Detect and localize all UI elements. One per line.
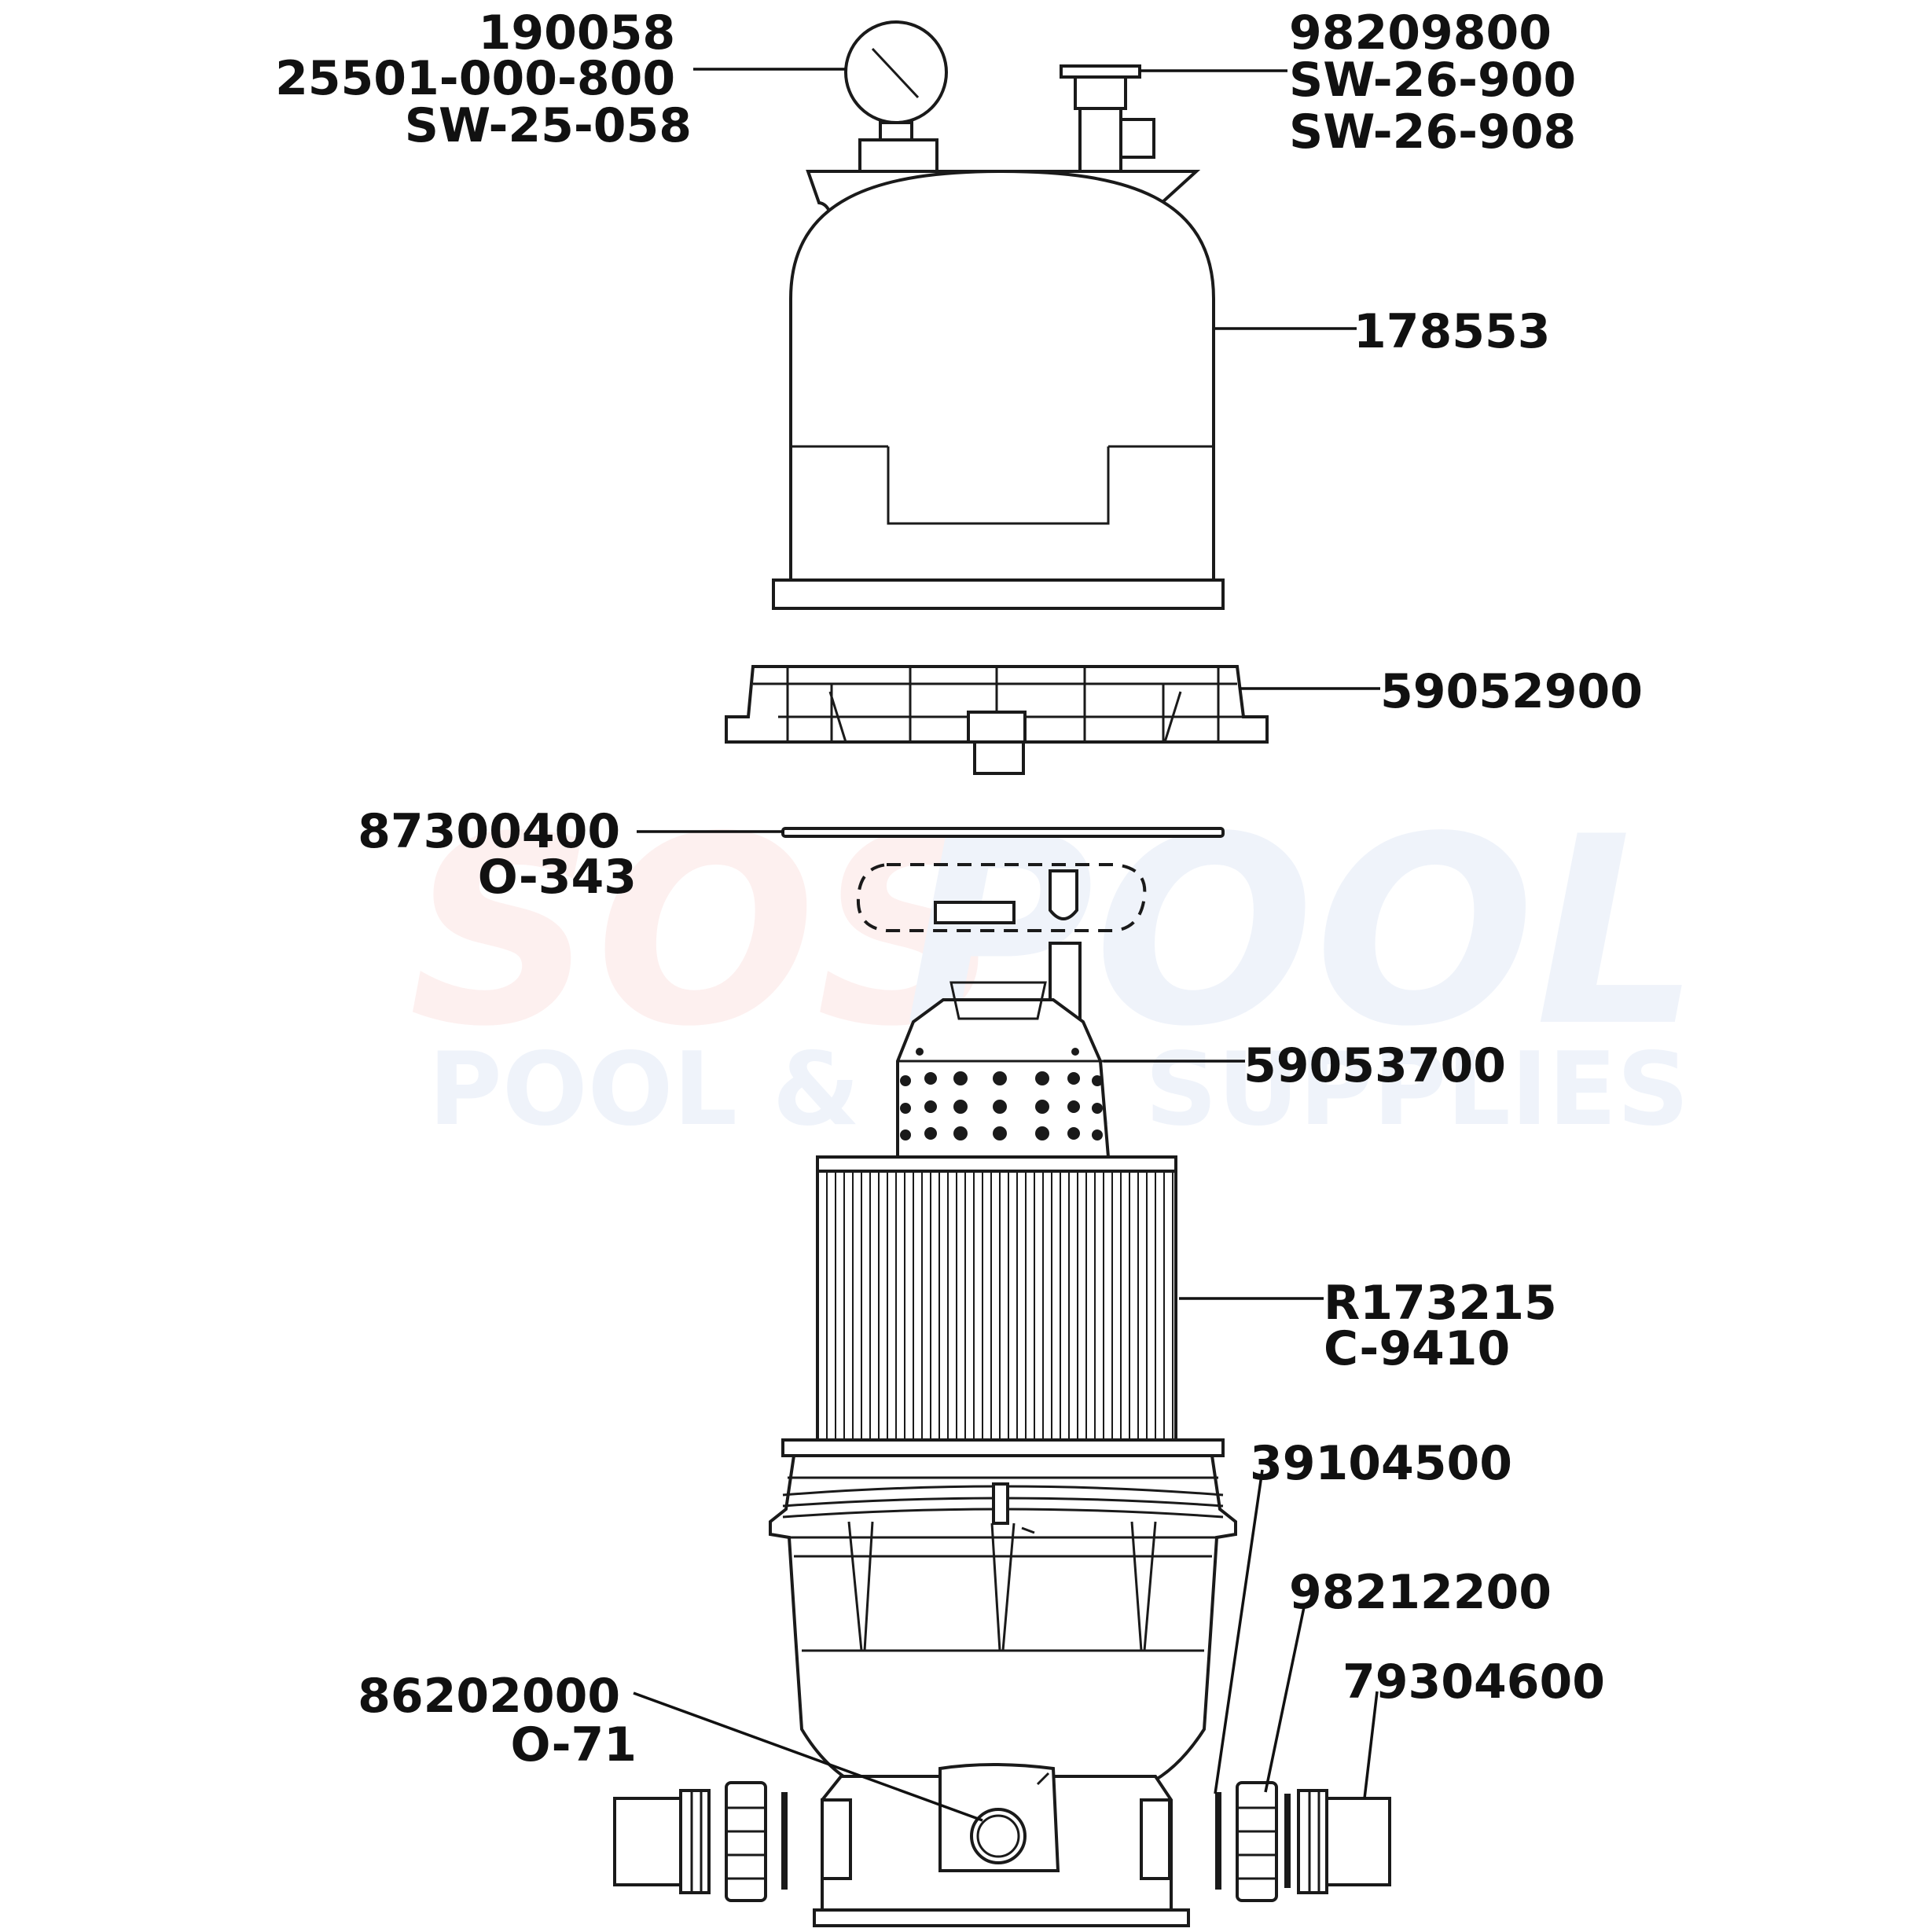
leader-union-nut — [1264, 1603, 1306, 1793]
leader-union-tail — [1363, 1691, 1379, 1799]
right-port-stub — [1140, 1798, 1171, 1880]
gauge-needle — [871, 47, 920, 99]
label-air-relief-valve: 98209800 SW-26-900 SW-26-908 — [1289, 6, 1592, 160]
valve-cap — [1060, 64, 1141, 79]
base-foot — [813, 1908, 1190, 1927]
left-union-nut — [725, 1781, 767, 1902]
drain-port-icon — [970, 1808, 1027, 1864]
tank-body — [769, 1454, 1237, 1786]
left-union-tail — [613, 1797, 682, 1886]
manifold-hub — [967, 711, 1027, 744]
left-union-collar — [679, 1789, 711, 1894]
right-union-collar — [1297, 1789, 1328, 1894]
callout-labels: 190058 25501-000-800 SW-25-058 98209800 … — [275, 6, 1643, 1772]
air-relief-valve — [1060, 64, 1155, 173]
left-port-stub — [821, 1798, 852, 1880]
label-air-diffuser: 59053700 — [1243, 1038, 1506, 1093]
valve-neck — [1074, 75, 1127, 110]
label-pressure-gauge: 190058 25501-000-800 SW-25-058 — [275, 6, 692, 153]
right-union-nut — [1236, 1781, 1278, 1902]
leader-drain-o-ring — [633, 1691, 983, 1822]
valve-body — [1078, 107, 1122, 173]
cartridge-bottom-cap — [781, 1438, 1225, 1457]
left-union — [613, 1781, 788, 1902]
right-union-o-ring — [1215, 1792, 1221, 1890]
tank-lid — [772, 169, 1225, 610]
standpipe-holes — [900, 1048, 1103, 1140]
standpipe — [896, 942, 1111, 1159]
gauge-base — [858, 138, 938, 173]
air-diffuser-outline — [856, 863, 1147, 932]
lid-o-ring — [781, 827, 1225, 838]
diffuser-tube-tip — [1049, 869, 1078, 920]
label-tank-lid: 178553 — [1354, 304, 1551, 359]
right-union-tail — [1325, 1797, 1391, 1886]
lid-notch — [887, 446, 1110, 525]
label-filter-cartridge: R173215 C-9410 — [1324, 1276, 1574, 1376]
right-union-gasket — [1284, 1794, 1291, 1888]
pressure-gauge — [844, 20, 948, 173]
gauge-stem — [879, 121, 913, 141]
manifold-stem — [973, 740, 1025, 775]
left-union-o-ring — [781, 1792, 788, 1890]
tank-base — [813, 1763, 1190, 1927]
label-union-tail: 79304600 — [1342, 1655, 1605, 1710]
lid-ring — [772, 578, 1225, 610]
filter-cartridge — [781, 1155, 1225, 1457]
leader-lines — [633, 68, 1380, 1822]
label-union-nut: 98212200 — [1289, 1565, 1552, 1620]
label-manifold: 59052900 — [1380, 664, 1643, 719]
label-o-ring-lid: 87300400 O-343 — [358, 804, 637, 905]
label-tank-o-ring: 39104500 — [1250, 1436, 1512, 1491]
cartridge-pleats — [816, 1170, 1177, 1442]
lid-dome — [789, 169, 1215, 582]
tank-lock-tab — [992, 1482, 1009, 1525]
diffuser-slot — [934, 901, 1016, 924]
manifold — [725, 665, 1269, 775]
right-union — [1215, 1781, 1391, 1902]
valve-knob — [1119, 118, 1155, 159]
label-drain-o-ring: 86202000 O-71 — [358, 1669, 637, 1772]
leader-tank-o-ring — [1214, 1469, 1264, 1794]
cartridge-pleat-lines — [826, 1173, 1174, 1438]
cartridge-top-cap — [816, 1155, 1177, 1173]
